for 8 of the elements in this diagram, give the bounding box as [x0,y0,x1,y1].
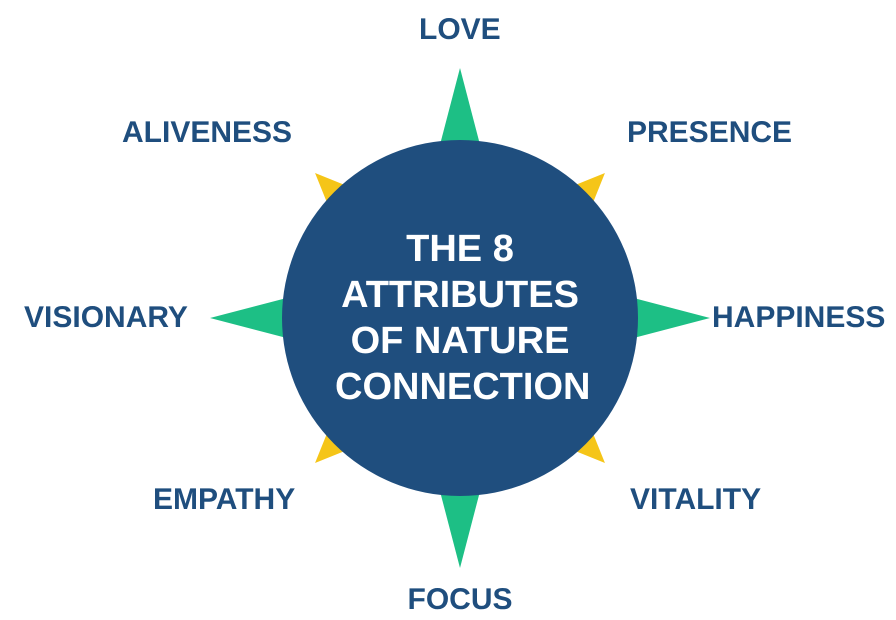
attribute-label: EMPATHY [153,482,296,518]
attribute-label: FOCUS [408,582,512,618]
attribute-label: LOVE [419,12,501,48]
attribute-label: VISIONARY [24,300,188,336]
attribute-label: ALIVENESS [122,115,292,151]
attribute-label: VITALITY [630,482,762,518]
attribute-label: HAPPINESS [712,300,886,336]
attribute-label: PRESENCE [627,115,792,151]
